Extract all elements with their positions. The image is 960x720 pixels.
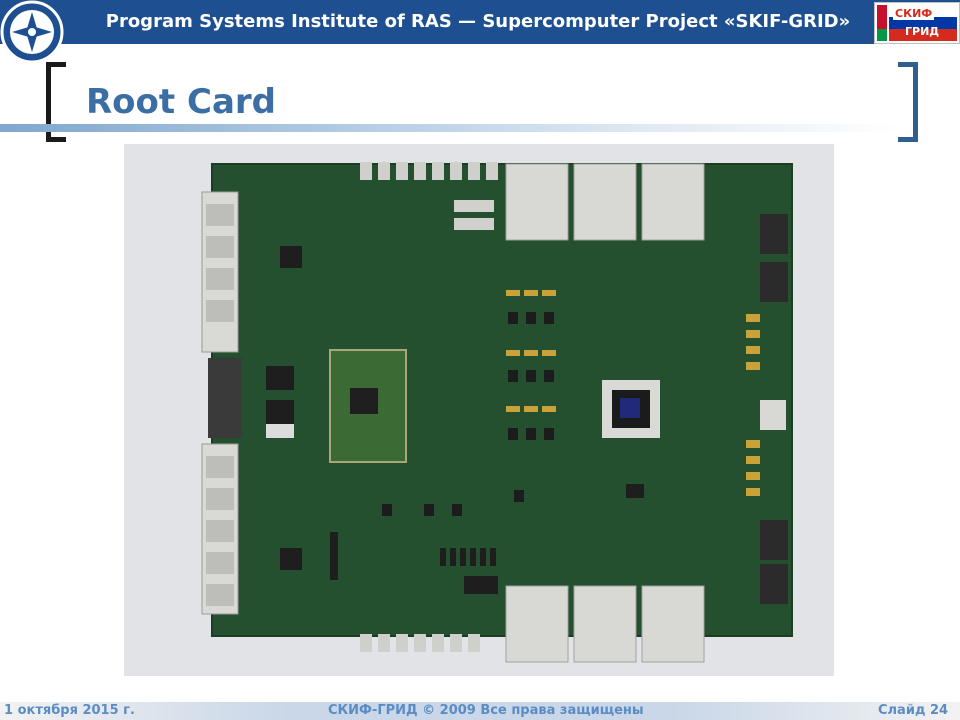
footer-bar: 1 октября 2015 г. СКИФ-ГРИД © 2009 Все п… [0,702,960,720]
header-bar: Program Systems Institute of RAS — Super… [0,0,960,44]
title-bracket-left [46,62,66,142]
footer-date: 1 октября 2015 г. [4,703,135,718]
logo-text-skif: СКИФ [893,7,935,20]
logo-text-grid: ГРИД [905,25,940,38]
title-bracket-right [898,62,918,142]
pcb-illustration [124,144,834,676]
root-card-photo [124,144,834,676]
title-underline [0,124,900,132]
belarus-flag [877,5,887,41]
slide-title: Root Card [86,82,276,122]
footer-copyright: СКИФ-ГРИД © 2009 Все права защищены [328,703,644,718]
footer-slide-number: Слайд 24 [878,703,949,718]
institute-emblem-icon [0,0,64,64]
header-title: Program Systems Institute of RAS — Super… [105,11,851,32]
skif-grid-flag-logo: СКИФ ГРИД [874,2,960,44]
